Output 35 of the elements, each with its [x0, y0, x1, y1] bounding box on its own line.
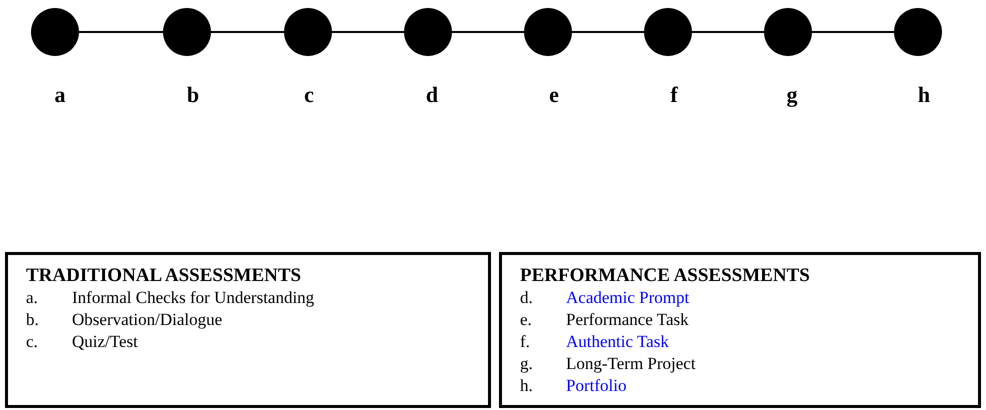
- list-marker: d.: [520, 287, 534, 309]
- list-marker: f.: [520, 331, 531, 353]
- dot-label: h: [918, 84, 930, 106]
- assessment-box: [499, 252, 981, 408]
- list-marker: g.: [520, 353, 534, 375]
- assessment-box: [5, 252, 491, 408]
- list-item: Observation/Dialogue: [72, 309, 222, 331]
- connector-line: [332, 31, 404, 33]
- dot-label: b: [186, 84, 200, 106]
- dot-label: e: [549, 84, 559, 106]
- list-marker: a.: [26, 287, 39, 309]
- list-marker: c.: [26, 331, 39, 353]
- list-item: Authentic Task: [566, 331, 669, 353]
- connector-line: [572, 31, 644, 33]
- dot-label: d: [426, 84, 438, 106]
- list-item: Performance Task: [566, 309, 689, 331]
- list-marker: e.: [520, 309, 533, 331]
- connector-line: [692, 31, 764, 33]
- list-marker: h.: [520, 375, 534, 397]
- dot-label: g: [786, 84, 798, 106]
- list-item: Long-Term Project: [566, 353, 696, 375]
- connector-line: [452, 31, 524, 33]
- list-item: Quiz/Test: [72, 331, 138, 353]
- connector-line: [79, 31, 163, 33]
- dot-label: c: [304, 84, 314, 106]
- box-heading: TRADITIONAL ASSESSMENTS: [26, 265, 302, 287]
- list-marker: b.: [26, 309, 40, 331]
- list-item: Portfolio: [566, 375, 626, 397]
- connector-line: [211, 31, 284, 33]
- box-heading: PERFORMANCE ASSESSMENTS: [520, 265, 811, 287]
- list-item: Academic Prompt: [566, 287, 690, 309]
- connector-line: [812, 31, 894, 33]
- dot-label: f: [670, 84, 678, 106]
- list-item: Informal Checks for Understanding: [72, 287, 314, 309]
- dot-label: a: [54, 84, 66, 106]
